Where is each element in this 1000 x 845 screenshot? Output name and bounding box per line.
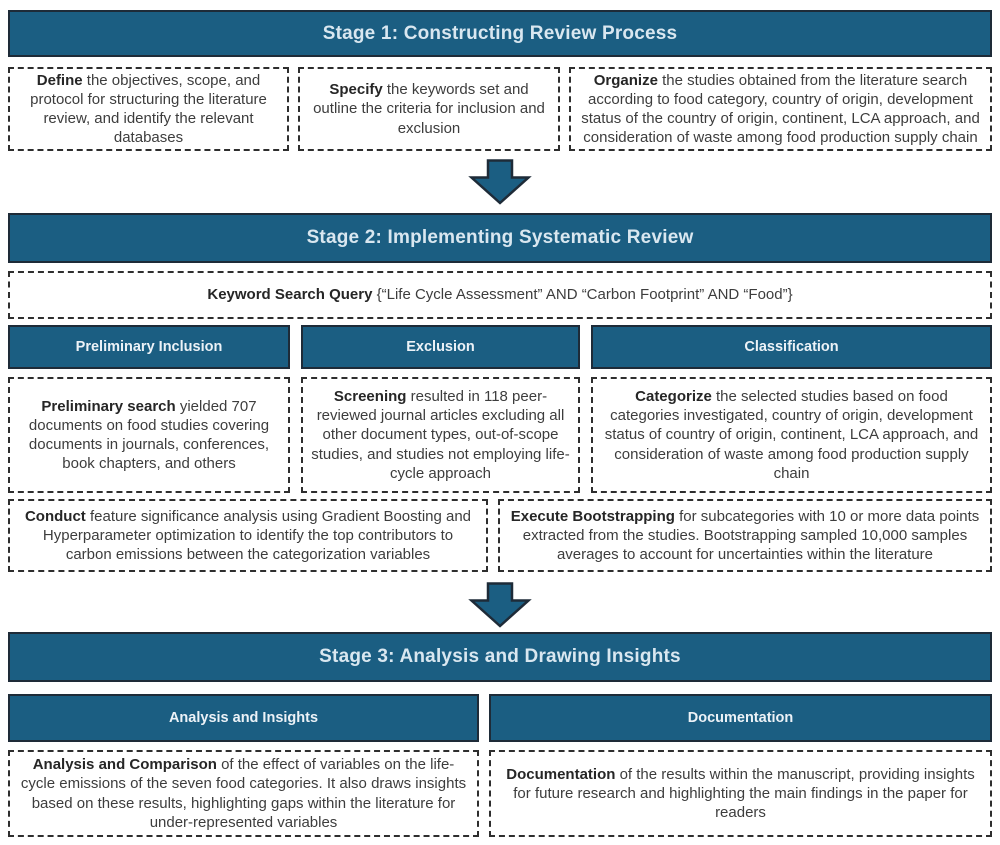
- column-header-preliminary-inclusion: Preliminary Inclusion: [8, 325, 290, 369]
- column-header-exclusion: Exclusion: [301, 325, 580, 369]
- exclusion-label: Exclusion: [406, 339, 475, 355]
- preliminary-search-text: Preliminary search yielded 707 documents…: [28, 397, 270, 473]
- stage3-title: Stage 3: Analysis and Drawing Insights: [319, 646, 681, 667]
- conduct-text: Conduct feature significance analysis us…: [24, 507, 472, 564]
- stage2-box-execute-bootstrapping: Execute Bootstrapping for subcategories …: [498, 499, 992, 572]
- stage1-box-define-text: Define the objectives, scope, and protoc…: [30, 71, 267, 147]
- stage3-box-documentation: Documentation of the results within the …: [489, 750, 992, 837]
- documentation-label: Documentation: [687, 710, 794, 726]
- column-header-documentation: Documentation: [489, 694, 992, 742]
- stage2-box-preliminary-search: Preliminary search yielded 707 documents…: [8, 377, 290, 493]
- keyword-search-query-box: Keyword Search Query {“Life Cycle Assess…: [8, 271, 992, 319]
- analysis-comparison-text: Analysis and Comparison of the effect of…: [20, 756, 467, 831]
- down-arrow-icon: [8, 582, 992, 628]
- stage3-box-analysis-comparison: Analysis and Comparison of the effect of…: [8, 750, 479, 837]
- stage2-box-conduct: Conduct feature significance analysis us…: [8, 499, 488, 572]
- stage1-header: Stage 1: Constructing Review Process: [8, 10, 992, 57]
- stage2-header: Stage 2: Implementing Systematic Review: [8, 213, 992, 263]
- stage1-box-specify-text: Specify the keywords set and outline the…: [313, 81, 545, 137]
- stage3-column-headers: Analysis and Insights Documentation: [8, 694, 992, 742]
- stage1-box-specify: Specify the keywords set and outline the…: [298, 67, 560, 151]
- stage1-box-define: Define the objectives, scope, and protoc…: [8, 67, 289, 151]
- stage1-box-organize-text: Organize the studies obtained from the l…: [581, 71, 980, 147]
- down-arrow-icon: [8, 159, 992, 205]
- categorize-text: Categorize the selected studies based on…: [604, 388, 979, 482]
- stage2-content-row: Preliminary search yielded 707 documents…: [8, 377, 992, 493]
- column-header-classification: Classification: [591, 325, 992, 369]
- execute-bootstrapping-text: Execute Bootstrapping for subcategories …: [510, 507, 980, 564]
- stage3-content-row: Analysis and Comparison of the effect of…: [8, 750, 992, 837]
- analysis-and-insights-label: Analysis and Insights: [168, 710, 319, 726]
- stage2-title: Stage 2: Implementing Systematic Review: [306, 227, 694, 248]
- stage1-box-row: Define the objectives, scope, and protoc…: [8, 67, 992, 151]
- stage1-box-organize: Organize the studies obtained from the l…: [569, 67, 992, 151]
- stage1-title: Stage 1: Constructing Review Process: [322, 22, 678, 44]
- classification-label: Classification: [744, 339, 839, 355]
- column-header-analysis-and-insights: Analysis and Insights: [8, 694, 479, 742]
- stage2-box-screening: Screening resulted in 118 peer-reviewed …: [301, 377, 580, 493]
- stage2-box-categorize: Categorize the selected studies based on…: [591, 377, 992, 493]
- keyword-search-query-text: Keyword Search Query {“Life Cycle Assess…: [207, 286, 793, 304]
- stage2-bottom-row: Conduct feature significance analysis us…: [8, 499, 992, 572]
- preliminary-inclusion-label: Preliminary Inclusion: [75, 339, 223, 355]
- screening-text: Screening resulted in 118 peer-reviewed …: [311, 388, 570, 482]
- stage2-column-headers: Preliminary Inclusion Exclusion Classifi…: [8, 325, 992, 369]
- stage3-header: Stage 3: Analysis and Drawing Insights: [8, 632, 992, 682]
- documentation-text: Documentation of the results within the …: [506, 765, 975, 822]
